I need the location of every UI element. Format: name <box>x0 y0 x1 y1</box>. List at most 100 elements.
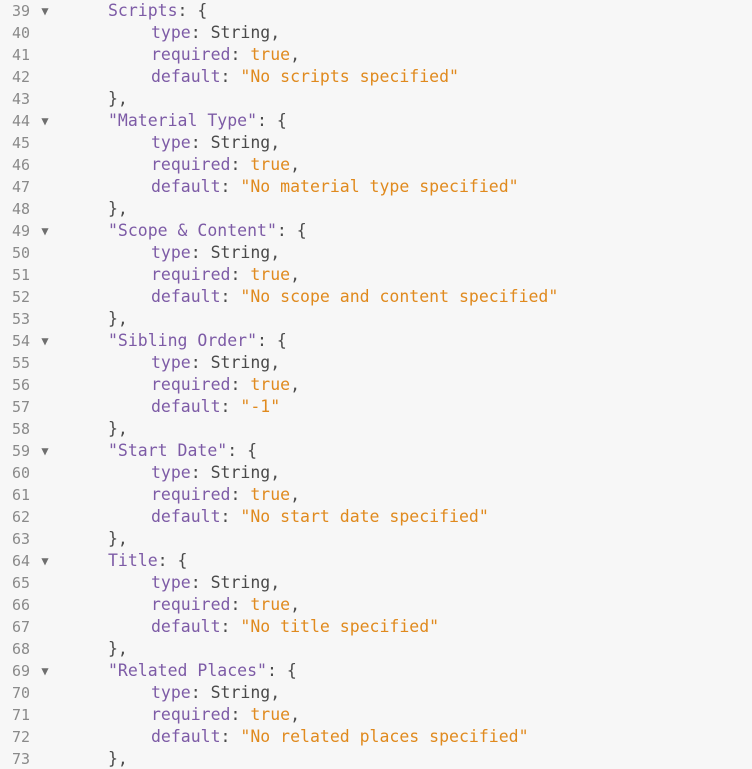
line-gutter: 56 <box>0 374 66 396</box>
line-number: 42 <box>12 68 31 86</box>
code-line[interactable]: 49▼"Scope & Content": { <box>0 220 752 242</box>
property-name: type <box>151 23 191 42</box>
property-line: required: true, <box>151 594 300 616</box>
code-line[interactable]: 53}, <box>0 308 752 330</box>
code-line[interactable]: 54▼"Sibling Order": { <box>0 330 752 352</box>
property-value: String <box>210 243 271 262</box>
fold-arrow-icon[interactable]: ▼ <box>41 224 49 238</box>
line-number: 69 <box>12 662 31 680</box>
property-name: default <box>151 177 221 196</box>
code-line[interactable]: 48}, <box>0 198 752 220</box>
colon: : <box>230 485 251 504</box>
line-gutter: 72 <box>0 726 66 748</box>
object-key: "Material Type" <box>108 111 258 130</box>
close-brace: }, <box>108 419 128 438</box>
property-value: String <box>210 683 271 702</box>
line-gutter: 44 ▼ <box>0 110 66 132</box>
property-line: default: "No scope and content specified… <box>151 286 558 308</box>
property-name: required <box>151 705 231 724</box>
property-value: true <box>250 375 291 394</box>
property-value: true <box>250 485 291 504</box>
object-key: "Related Places" <box>108 661 267 680</box>
comma: , <box>290 485 301 504</box>
code-line[interactable]: 58}, <box>0 418 752 440</box>
object-key: "Sibling Order" <box>108 331 258 350</box>
property-value: true <box>250 705 291 724</box>
close-brace: }, <box>108 309 128 328</box>
line-number: 62 <box>12 508 31 526</box>
colon: : <box>190 463 211 482</box>
code-line[interactable]: 73}, <box>0 748 752 769</box>
comma: , <box>270 243 281 262</box>
property-line: default: "No related places specified" <box>151 726 529 748</box>
code-line[interactable]: 43}, <box>0 88 752 110</box>
code-line[interactable]: 68}, <box>0 638 752 660</box>
property-name: default <box>151 397 221 416</box>
fold-arrow-icon[interactable]: ▼ <box>41 334 49 348</box>
property-value: true <box>250 595 291 614</box>
close-brace-line: }, <box>108 198 128 220</box>
code-line[interactable]: 59▼"Start Date": { <box>0 440 752 462</box>
open-brace: : { <box>177 1 208 20</box>
property-line: default: "No scripts specified" <box>151 66 459 88</box>
close-brace-line: }, <box>108 528 128 550</box>
code-line[interactable]: 72 default: "No related places specified" <box>0 726 752 748</box>
line-gutter: 68 <box>0 638 66 660</box>
colon: : <box>220 287 241 306</box>
code-line[interactable]: 55 type: String, <box>0 352 752 374</box>
property-line: type: String, <box>151 352 280 374</box>
fold-arrow-icon[interactable]: ▼ <box>41 554 49 568</box>
fold-arrow-icon[interactable]: ▼ <box>41 114 49 128</box>
line-number: 46 <box>12 156 31 174</box>
fold-arrow-icon[interactable]: ▼ <box>41 664 49 678</box>
line-number: 48 <box>12 200 31 218</box>
line-gutter: 55 <box>0 352 66 374</box>
line-number: 56 <box>12 376 31 394</box>
colon: : <box>230 155 251 174</box>
object-key-line: Title: { <box>108 550 187 572</box>
code-line[interactable]: 39▼Scripts: { <box>0 0 752 22</box>
code-line[interactable]: 69▼"Related Places": { <box>0 660 752 682</box>
open-brace: : { <box>257 331 287 350</box>
property-value: "No material type specified" <box>240 177 519 196</box>
colon: : <box>220 617 241 636</box>
line-gutter: 43 <box>0 88 66 110</box>
fold-arrow-icon[interactable]: ▼ <box>41 444 49 458</box>
code-line[interactable]: 44▼"Material Type": { <box>0 110 752 132</box>
line-number: 44 <box>12 112 31 130</box>
property-name: default <box>151 507 221 526</box>
comma: , <box>270 353 281 372</box>
property-value: String <box>210 353 271 372</box>
code-line[interactable]: 42 default: "No scripts specified" <box>0 66 752 88</box>
property-line: type: String, <box>151 682 280 704</box>
property-line: required: true, <box>151 484 300 506</box>
close-brace-line: }, <box>108 88 128 110</box>
code-line[interactable]: 64▼Title: { <box>0 550 752 572</box>
comma: , <box>270 23 281 42</box>
code-line[interactable]: 63}, <box>0 528 752 550</box>
object-key: "Start Date" <box>108 441 228 460</box>
line-number: 40 <box>12 24 31 42</box>
open-brace: : { <box>157 551 188 570</box>
fold-arrow-icon[interactable]: ▼ <box>41 4 49 18</box>
object-key-line: "Scope & Content": { <box>108 220 307 242</box>
